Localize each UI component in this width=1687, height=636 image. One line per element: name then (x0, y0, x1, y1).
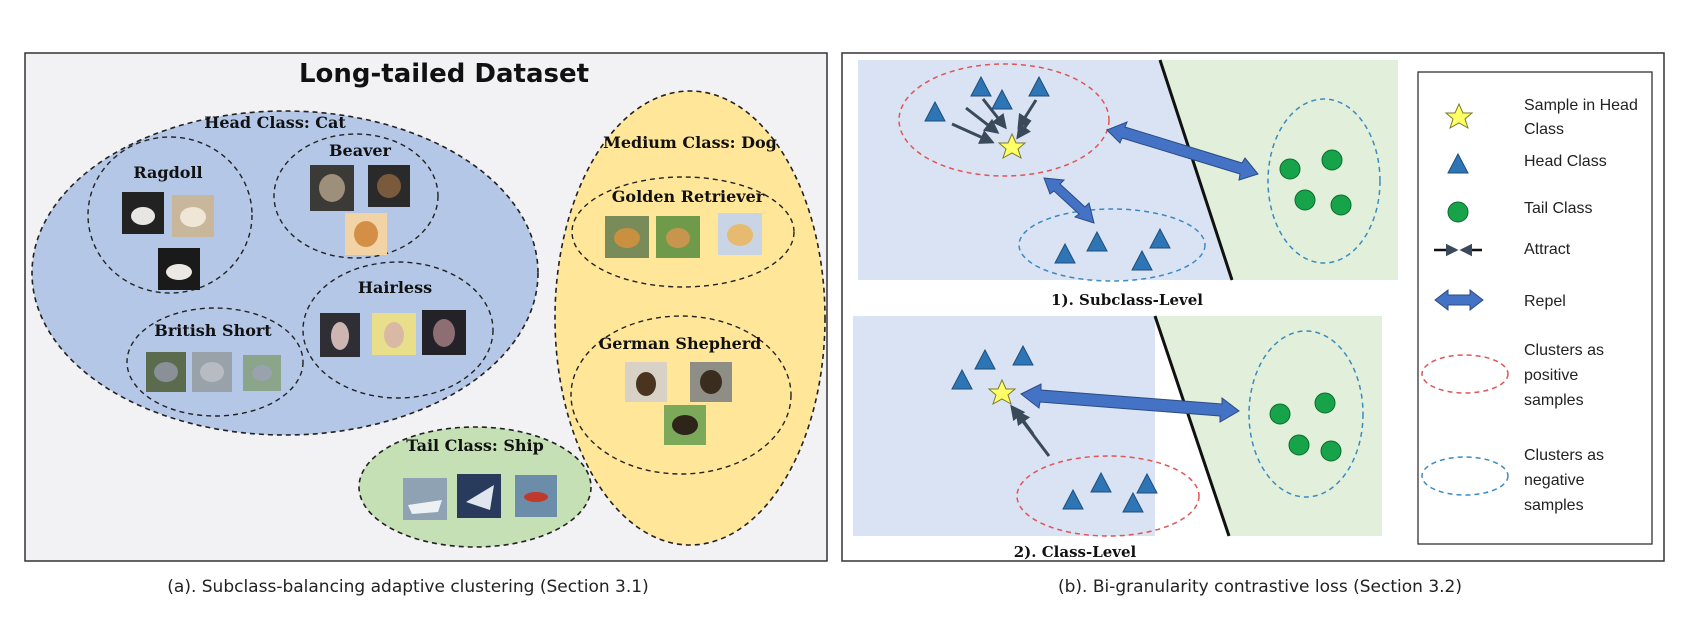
svg-text:Head Class: Head Class (1524, 153, 1607, 170)
class-level-diagram (853, 315, 1382, 537)
beaver-cluster (273, 133, 439, 259)
legend-circle-icon (1447, 201, 1469, 223)
german-shepherd-label: German Shepherd (599, 334, 762, 353)
svg-text:samples: samples (1524, 392, 1584, 409)
positive-cluster-1 (898, 63, 1110, 177)
panel-b-caption: (b). Bi-granularity contrastive loss (Se… (1058, 577, 1462, 597)
svg-text:Clusters as: Clusters as (1524, 447, 1604, 464)
beaver-label: Beaver (329, 141, 392, 160)
legend: Sample in Head Class Head Class Tail Cla… (1417, 71, 1653, 545)
medium-class-region (554, 90, 826, 546)
beaver-thumbnails (310, 165, 410, 255)
svg-text:Clusters as: Clusters as (1524, 342, 1604, 359)
golden-retriever-label: Golden Retriever (612, 187, 765, 206)
repel-arrow-1 (1106, 121, 1259, 181)
british-short-cluster (126, 307, 304, 417)
class-level-label: 2). Class-Level (1014, 543, 1137, 561)
tail-cluster-2 (1248, 330, 1364, 498)
tail-cluster-1 (1267, 98, 1381, 264)
negative-cluster-1 (1018, 208, 1206, 282)
svg-text:Attract: Attract (1524, 241, 1571, 258)
hairless-thumbnails (320, 310, 466, 357)
subclass-level-diagram (858, 59, 1398, 282)
svg-text:samples: samples (1524, 497, 1584, 514)
star-sample-2 (987, 378, 1017, 406)
hairless-cluster (302, 261, 494, 399)
golden-retriever-thumbnails (605, 213, 762, 258)
svg-text:positive: positive (1524, 367, 1578, 384)
hairless-label: Hairless (358, 278, 432, 297)
german-shepherd-thumbnails (625, 362, 732, 445)
star-sample-1 (997, 132, 1027, 160)
svg-text:Tail Class: Tail Class (1524, 200, 1592, 217)
svg-text:Repel: Repel (1524, 293, 1566, 310)
svg-text:negative: negative (1524, 472, 1585, 489)
svg-text:Sample in Head: Sample in Head (1524, 97, 1638, 114)
dataset-title: Long-tailed Dataset (299, 59, 589, 89)
british-short-label: British Short (154, 321, 272, 340)
legend-repel-icon (1434, 288, 1484, 312)
panel-a-caption: (a). Subclass-balancing adaptive cluster… (167, 577, 648, 597)
ship-thumbnails (403, 474, 557, 520)
ragdoll-label: Ragdoll (133, 163, 202, 182)
positive-cluster-2 (1016, 455, 1200, 537)
german-shepherd-cluster (570, 315, 792, 475)
golden-retriever-cluster (571, 176, 795, 288)
medium-class-label: Medium Class: Dog (603, 133, 777, 152)
legend-positive-icon (1421, 354, 1509, 394)
subclass-level-label: 1). Subclass-Level (1051, 291, 1203, 309)
head-class-region (31, 110, 539, 436)
head-class-label: Head Class: Cat (204, 113, 346, 132)
repel-arrow-3 (1020, 383, 1240, 423)
ragdoll-cluster (87, 136, 253, 294)
tail-class-label: Tail Class: Ship (406, 436, 544, 455)
ragdoll-thumbnails (122, 192, 214, 290)
legend-negative-icon (1421, 456, 1509, 496)
british-short-thumbnails (146, 352, 281, 392)
svg-text:Class: Class (1524, 121, 1564, 138)
repel-arrow-2 (1043, 177, 1095, 224)
legend-star-icon (1444, 102, 1474, 130)
